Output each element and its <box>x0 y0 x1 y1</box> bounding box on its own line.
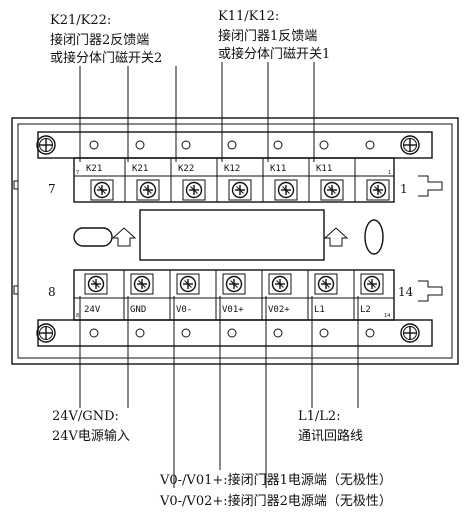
bottom-connector: 24V GND V0- V01+ V02+ L1 L2 <box>36 269 433 347</box>
top-terminal-label: K21 <box>132 164 148 174</box>
hole-top-5 <box>273 140 283 150</box>
module-inner-frame <box>17 123 453 359</box>
top-terminal-label: K11 <box>316 164 332 174</box>
position-top-right: 1 <box>400 182 408 196</box>
mount-screw-top-left <box>36 135 56 155</box>
leader-lines <box>79 62 359 488</box>
bottom-terminal-label: GND <box>130 305 146 315</box>
position-bottom-left: 8 <box>48 285 56 299</box>
mount-screw-bottom-right <box>400 323 420 343</box>
top-terminal-label: K11 <box>270 164 286 174</box>
hole-bottom-4 <box>227 328 237 338</box>
right-led-ellipse <box>364 219 384 255</box>
left-top-tab <box>13 180 18 190</box>
right-top-tab <box>418 175 443 197</box>
label-k2-line2: 接闭门器2反馈端 <box>50 32 149 48</box>
bottom-terminal-screw-1 <box>84 273 108 295</box>
bottom-terminal-screw-7 <box>360 273 384 295</box>
hole-top-2 <box>135 140 145 150</box>
bottom-terminal-label: V01+ <box>222 305 244 315</box>
bottom-terminal-screw-4 <box>222 273 246 295</box>
top-terminal-screw-1 <box>90 179 114 201</box>
small-bottom-right: 14 <box>384 313 390 319</box>
left-bottom-tab <box>13 285 18 295</box>
bottom-terminal-screw-5 <box>268 273 292 295</box>
bottom-terminal-label: V0- <box>176 305 192 315</box>
label-k1-line2: 接闭门器1反馈端 <box>218 28 317 44</box>
hole-bottom-2 <box>135 328 145 338</box>
label-k2-line1: K21/K22: <box>50 13 111 28</box>
top-terminal-screw-2 <box>136 179 160 201</box>
mount-screw-top-right <box>400 135 420 155</box>
hole-bottom-3 <box>181 328 191 338</box>
arrow-up-right-icon <box>323 227 349 247</box>
label-comm-line1: L1/L2: <box>298 409 341 424</box>
bottom-terminal-label: L2 <box>360 305 371 315</box>
position-top-left: 7 <box>48 182 56 196</box>
hole-bottom-1 <box>89 328 99 338</box>
module-frame <box>11 117 459 365</box>
label-door-power-2: V0-/V02+:接闭门器2电源端（无极性） <box>159 493 392 509</box>
label-k1-line3: 或接分体门磁开关1 <box>218 46 330 62</box>
hole-top-1 <box>89 140 99 150</box>
label-k1-line1: K11/K12: <box>218 9 279 24</box>
label-power-line1: 24V/GND: <box>52 409 119 424</box>
hole-top-3 <box>181 140 191 150</box>
bottom-terminal-screw-3 <box>176 273 200 295</box>
label-comm-line2: 通讯回路线 <box>298 428 363 444</box>
small-top-right: 1 <box>388 170 391 176</box>
top-terminal-label: K12 <box>224 164 240 174</box>
top-terminal-screw-6 <box>320 179 344 201</box>
hole-bottom-5 <box>273 328 283 338</box>
top-connector: K21 K21 K22 K12 K11 K11 <box>36 131 433 203</box>
hole-bottom-6 <box>319 328 329 338</box>
bottom-terminal-screw-6 <box>314 273 338 295</box>
hole-top-4 <box>227 140 237 150</box>
top-terminal-label: K22 <box>178 164 194 174</box>
hole-bottom-7 <box>365 328 375 338</box>
position-bottom-right: 14 <box>398 285 414 299</box>
small-bottom-left: 8 <box>76 313 79 319</box>
top-terminal-screw-5 <box>274 179 298 201</box>
bottom-terminal-label: L1 <box>314 305 325 315</box>
top-terminal-screw-4 <box>228 179 252 201</box>
mount-screw-bottom-left <box>36 323 56 343</box>
hole-top-7 <box>365 140 375 150</box>
top-terminal-label: K21 <box>86 164 102 174</box>
right-bottom-tab <box>418 280 443 302</box>
top-terminal-screw-7 <box>366 179 390 201</box>
label-door-power-1: V0-/V01+:接闭门器1电源端（无极性） <box>159 472 392 488</box>
left-led-capsule <box>73 227 113 247</box>
hole-top-6 <box>319 140 329 150</box>
bottom-terminal-label: 24V <box>84 305 101 315</box>
top-terminal-screw-3 <box>182 179 206 201</box>
label-k2-line3: 或接分体门磁开关2 <box>50 50 162 66</box>
display-window <box>139 209 325 261</box>
small-top-left: 7 <box>76 170 79 176</box>
arrow-up-left-icon <box>111 227 137 247</box>
label-power-line2: 24V电源输入 <box>52 428 130 444</box>
bottom-terminal-screw-2 <box>130 273 154 295</box>
bottom-terminal-label: V02+ <box>268 305 290 315</box>
